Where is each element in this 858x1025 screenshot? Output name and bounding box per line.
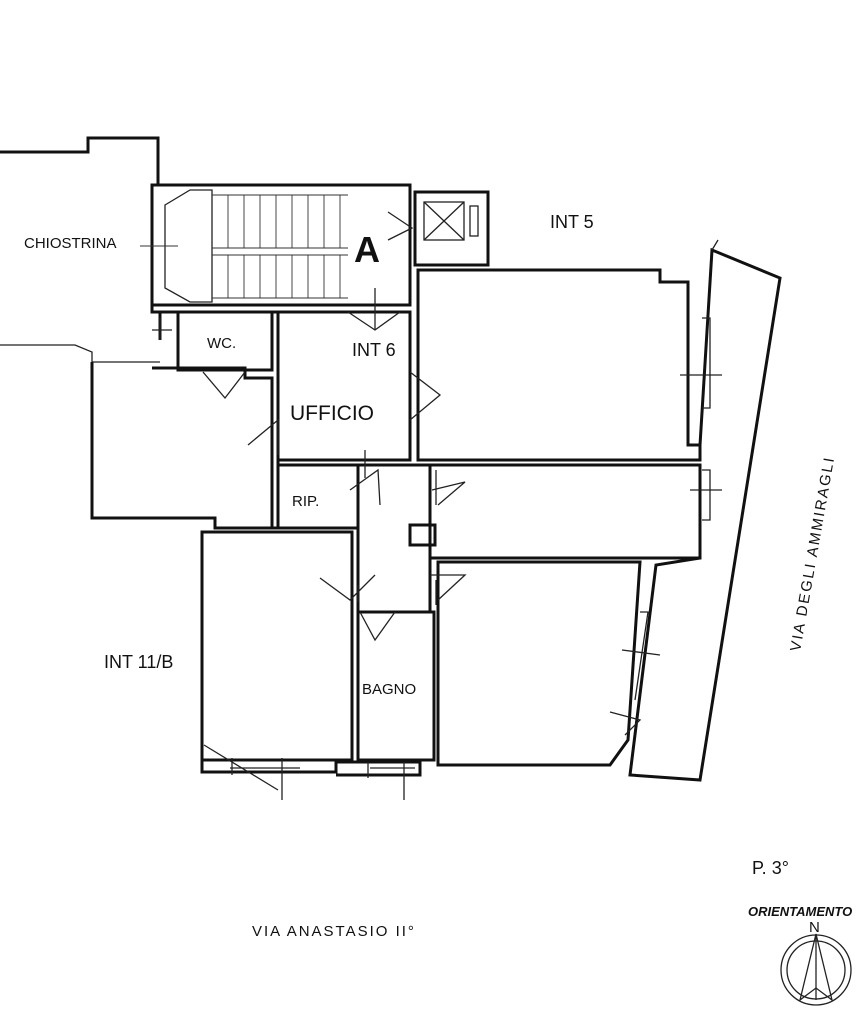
label-chiostrina: CHIOSTRINA [24,235,117,252]
label-north: N [809,919,820,936]
staircase [212,194,348,299]
wall-ticks [357,288,437,605]
label-bagno: BAGNO [362,681,416,698]
north-arrow-icon [780,933,852,1006]
label-rip: RIP. [292,493,319,510]
label-floor: P. 3° [752,858,789,878]
building-outline [0,136,782,782]
label-ufficio: UFFICIO [290,402,374,425]
label-street-east: VIA DEGLI AMMIRAGLI [787,455,838,653]
label-orientation: ORIENTAMENTO [748,904,852,919]
label-wc: WC. [207,335,236,352]
windows [152,317,722,800]
door-swings [202,211,642,791]
label-street-south: VIA ANASTASIO II° [252,923,416,940]
lift-shaft [423,201,479,241]
label-int11b: INT 11/B [104,652,173,672]
label-int5: INT 5 [550,212,594,232]
label-int6: INT 6 [352,340,396,360]
block-letter: A [354,229,380,270]
